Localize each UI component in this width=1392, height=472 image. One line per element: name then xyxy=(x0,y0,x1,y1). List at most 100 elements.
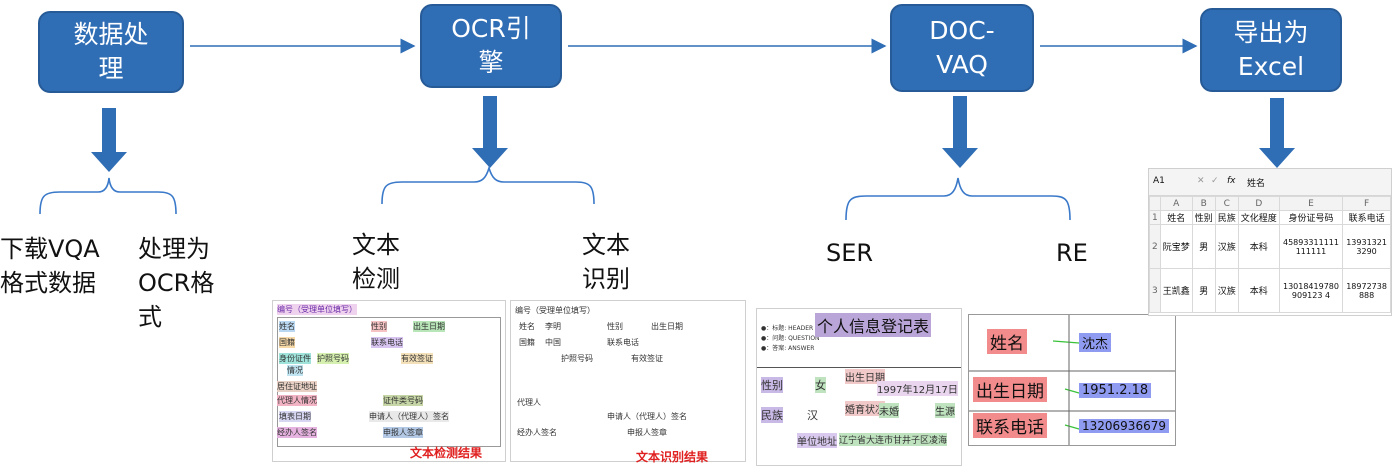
formula-bar: A1 ✕ ✓ fx 姓名 xyxy=(1149,169,1391,196)
table-cell[interactable]: 汉族 xyxy=(1214,268,1239,313)
detection-result-image: 编号（受理单位填写） 姓名 性别 出生日期 国籍 联系电话 身份证件 护照号码 … xyxy=(272,300,506,462)
table-cell[interactable]: 阮宝梦 xyxy=(1159,224,1193,269)
ser-legend-item: ●：答案: ANSWER xyxy=(761,345,815,352)
stage-ocr-engine: OCR引 擎 xyxy=(420,4,562,88)
rec-field: 代理人 xyxy=(517,398,541,407)
excel-sheet: A1 ✕ ✓ fx 姓名 A B C D E F 1 姓名 性别 民族 文化程度… xyxy=(1148,168,1392,316)
table-cell[interactable]: 13018419780909123 4 xyxy=(1278,268,1344,313)
det-form-title: 编号（受理单位填写） xyxy=(277,304,357,315)
stage-export-excel: 导出为 Excel xyxy=(1200,8,1342,92)
column-letter[interactable]: B xyxy=(1191,196,1216,211)
ser-cell: 民族 xyxy=(761,407,783,423)
label-download-vqa: 下载VQA 格式数据 xyxy=(0,235,100,297)
cancel-icon[interactable]: ✕ xyxy=(1197,176,1205,186)
table-cell[interactable]: 本科 xyxy=(1237,224,1280,269)
det-field: 代理人情况 xyxy=(277,395,317,406)
label-ser: SER xyxy=(826,239,874,267)
det-field: 证件类号码 xyxy=(383,395,423,406)
re-key: 联系电话 xyxy=(973,413,1047,438)
det-field: 性别 xyxy=(371,321,387,332)
formula-value[interactable]: 姓名 xyxy=(1247,179,1266,189)
table-cell[interactable]: 文化程度 xyxy=(1237,210,1280,225)
ser-legend-item: ●：标题: HEADER xyxy=(761,325,814,332)
re-value: 沈杰 xyxy=(1079,333,1112,352)
column-letter[interactable]: C xyxy=(1214,196,1239,211)
down-arrow-ocr xyxy=(472,96,508,168)
table-cell[interactable]: 男 xyxy=(1191,224,1216,269)
det-field: 护照号码 xyxy=(317,353,349,364)
column-letter[interactable]: F xyxy=(1342,196,1391,211)
det-field: 居住证地址 xyxy=(277,381,317,392)
row-number[interactable]: 1 xyxy=(1149,210,1161,225)
confirm-icon[interactable]: ✓ xyxy=(1211,176,1219,186)
table-cell[interactable]: 姓名 xyxy=(1159,210,1193,225)
caption-detection-result: 文本检测结果 xyxy=(410,446,483,460)
column-letter[interactable]: A xyxy=(1159,196,1193,211)
rec-field: 性别 xyxy=(607,322,623,331)
ser-title: 个人信息登记表 xyxy=(815,313,932,337)
re-link-lines xyxy=(969,315,1175,445)
table-cell[interactable]: 民族 xyxy=(1214,210,1239,225)
cell-reference[interactable]: A1 xyxy=(1153,176,1165,186)
fx-icon[interactable]: fx xyxy=(1227,176,1236,186)
table-cell[interactable]: 身份证号码 xyxy=(1278,210,1344,225)
ser-cell: 单位地址 xyxy=(797,433,837,448)
column-letter[interactable]: D xyxy=(1237,196,1280,211)
rec-field: 申报人签章 xyxy=(627,428,667,437)
ser-cell: 生源 xyxy=(935,403,955,418)
rec-field: 李明 xyxy=(545,322,561,331)
det-field: 姓名 xyxy=(279,321,295,332)
ser-cell: 汉 xyxy=(807,409,818,422)
rec-field: 中国 xyxy=(545,338,561,347)
rec-field: 经办人签名 xyxy=(517,428,557,437)
re-key: 姓名 xyxy=(987,329,1027,354)
rec-field: 申请人（代理人）签名 xyxy=(607,412,687,421)
label-text-recognition: 文本 识别 xyxy=(582,231,630,293)
rec-field: 有效签证 xyxy=(631,354,663,363)
re-value: 1951.2.18 xyxy=(1079,383,1152,398)
table-cell[interactable]: 45893311111111111 xyxy=(1278,224,1344,269)
brace-docvqa xyxy=(845,177,1071,221)
rec-field: 姓名 xyxy=(519,322,535,331)
rec-field: 联系电话 xyxy=(607,338,639,347)
table-cell[interactable]: 139313213290 xyxy=(1342,224,1391,269)
ser-cell: 婚育状况 xyxy=(845,401,885,416)
det-field: 填表日期 xyxy=(279,411,311,422)
table-cell[interactable]: 汉族 xyxy=(1214,224,1239,269)
table-cell[interactable]: 本科 xyxy=(1237,268,1280,313)
ser-cell: 出生日期 xyxy=(845,369,885,384)
column-letter[interactable]: E xyxy=(1278,196,1344,211)
table-cell[interactable]: 联系电话 xyxy=(1342,210,1391,225)
table-cell[interactable]: 性别 xyxy=(1191,210,1216,225)
table-cell[interactable]: 男 xyxy=(1191,268,1216,313)
det-field: 申报人签章 xyxy=(383,427,423,438)
caption-recognition-result: 文本识别结果 xyxy=(636,450,709,464)
ser-result-image: ●：标题: HEADER ●：问题: QUESTION ●：答案: ANSWER… xyxy=(756,308,962,466)
re-result-image: 姓名 沈杰 出生日期 1951.2.18 联系电话 13206936679 xyxy=(968,314,1176,446)
stage-data-processing: 数据处 理 xyxy=(38,11,184,93)
det-field: 有效签证 xyxy=(401,353,433,364)
re-value: 13206936679 xyxy=(1079,419,1169,433)
rec-field: 国籍 xyxy=(519,338,535,347)
down-arrow-docvqa xyxy=(942,96,978,168)
table-row: 3 王凯鑫 男 汉族 本科 13018419780909123 4 189727… xyxy=(1149,268,1391,313)
brace-data xyxy=(39,177,177,215)
rec-field: 编号（受理单位填写） xyxy=(515,306,595,315)
re-key: 出生日期 xyxy=(973,377,1047,402)
det-field: 国籍 xyxy=(279,337,295,348)
ser-cell: 性别 xyxy=(761,377,783,393)
det-field: 情况 xyxy=(287,365,303,376)
label-re: RE xyxy=(1056,239,1088,267)
rec-field: 出生日期 xyxy=(651,322,683,331)
table-row: 2 阮宝梦 男 汉族 本科 45893311111111111 13931321… xyxy=(1149,224,1391,269)
column-letter-row: A B C D E F xyxy=(1149,196,1391,211)
table-cell[interactable]: 18972738888 xyxy=(1342,268,1391,313)
excel-table: A B C D E F 1 姓名 性别 民族 文化程度 身份证号码 联系电话 2… xyxy=(1149,196,1391,313)
table-row: 1 姓名 性别 民族 文化程度 身份证号码 联系电话 xyxy=(1149,210,1391,225)
row-number[interactable]: 3 xyxy=(1149,268,1161,313)
table-cell[interactable]: 王凯鑫 xyxy=(1159,268,1193,313)
row-number[interactable]: 2 xyxy=(1149,224,1161,269)
rec-field: 护照号码 xyxy=(561,354,593,363)
ser-cell: 1997年12月17日 xyxy=(877,381,958,396)
ser-legend-item: ●：问题: QUESTION xyxy=(761,335,820,342)
